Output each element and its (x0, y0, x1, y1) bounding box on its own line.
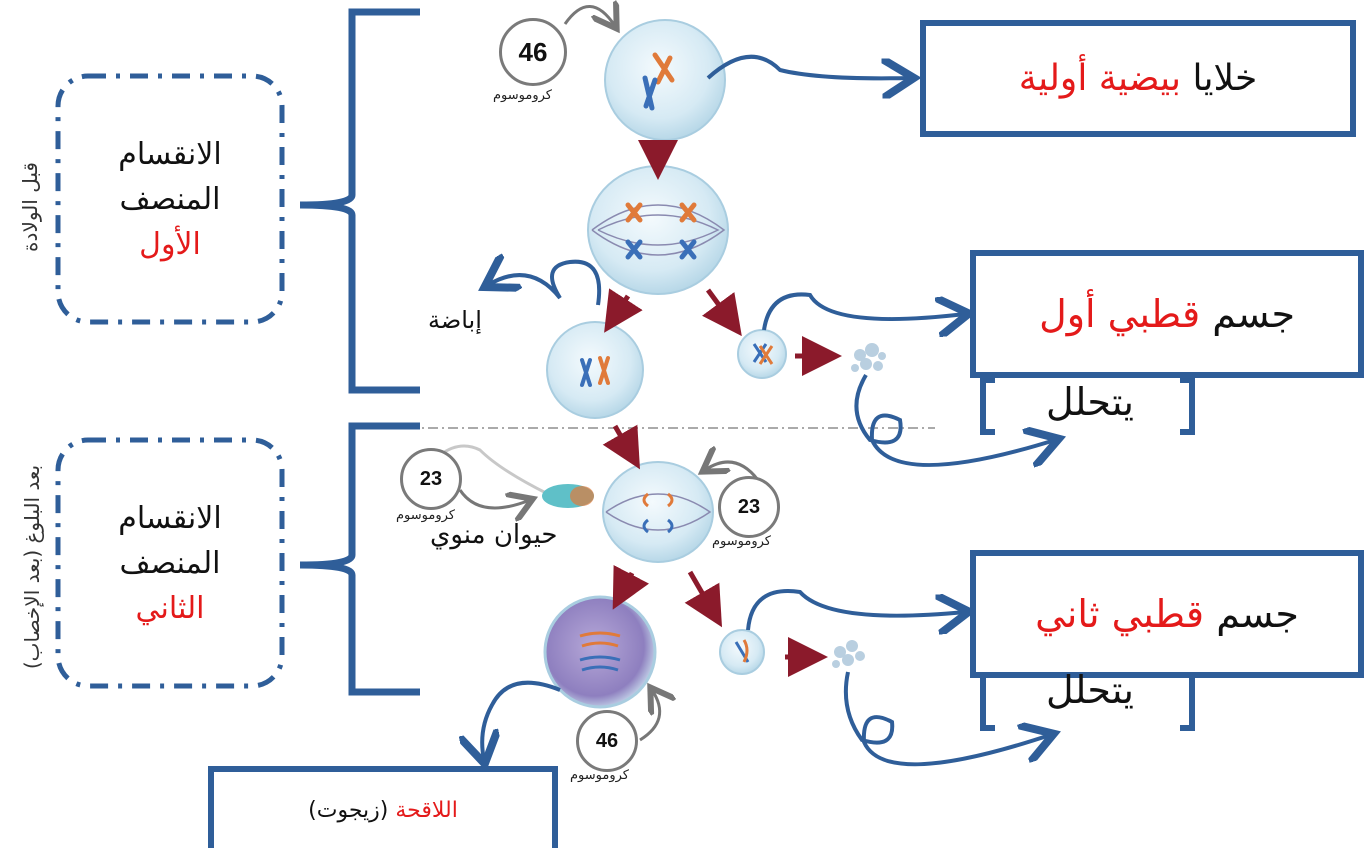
second-polar-body-box: جسم قطبي ثاني (970, 550, 1364, 678)
first-polar-body-degenerates: يتحلل (1046, 380, 1134, 424)
count-badge-egg: 23 (718, 476, 780, 538)
curved-arrow-icon-zygote-count (639, 690, 660, 742)
cell-icon-primary (604, 19, 726, 141)
phase1-line1: الانقسام (118, 136, 222, 172)
zygote-box: اللاقحة (زيجوت) (208, 766, 558, 848)
down-arrow-icon-group (602, 140, 842, 677)
second-polar-body-word1: جسم (1216, 592, 1299, 636)
curved-arrow-icon-first-polar-2 (746, 589, 965, 630)
cell-icon-metaphase2 (602, 461, 714, 563)
zygote-word1: اللاقحة (395, 797, 458, 823)
phase1-line3: الأول (139, 226, 201, 262)
zygote-word2: (زيجوت) (308, 797, 389, 823)
bracket-icon-top (299, 8, 420, 394)
curved-arrow-icon-top-count (563, 6, 615, 26)
degenerated-cell-icon-2 (832, 640, 865, 668)
phase1-box (55, 73, 285, 325)
primary-oocytes-word1: خلايا (1192, 58, 1258, 99)
phase2-line2: المنصف (119, 545, 221, 581)
second-polar-body-word2: قطبي ثاني (1035, 592, 1205, 636)
degenerates-bracket-1-left (980, 377, 995, 435)
phase2-box (55, 437, 285, 689)
cell-icon-second-polar-body (719, 629, 765, 675)
phase1-label: الانقسام المنصف الأول (58, 76, 282, 322)
first-polar-body-word2: قطبي أول (1039, 292, 1201, 336)
cell-icon-zygote (543, 595, 657, 709)
count-badge-top: 46 (499, 18, 567, 86)
cell-icon-first-polar-body (737, 329, 787, 379)
primary-oocytes-word2: بيضية أولية (1018, 58, 1182, 99)
count-badge-zygote: 46 (576, 710, 638, 772)
first-polar-body-word1: جسم (1212, 292, 1295, 336)
chromosome-label-top: كروموسوم (493, 88, 552, 103)
curved-arrow-icon-zygote (482, 680, 561, 760)
curved-arrow-icon-ovulation (488, 262, 602, 306)
chromosome-label-egg: كروموسوم (712, 534, 771, 549)
curved-arrow-icon-degenerate-1 (854, 373, 1055, 465)
count-badge-sperm: 23 (400, 448, 462, 510)
cell-icon-metaphase1 (587, 165, 729, 295)
curved-arrow-icon-first-polar (762, 292, 965, 330)
side-label-after-puberty: بعد البلوغ (بعد الإخصاب) (20, 464, 44, 670)
phase1-line2: المنصف (119, 181, 221, 217)
curved-arrow-icon-sperm-count (458, 489, 530, 508)
phase2-line1: الانقسام (118, 500, 222, 536)
second-polar-body-degenerates: يتحلل (1046, 668, 1134, 712)
bracket-icon-bottom (299, 422, 420, 696)
curved-arrow-icon-primary-oocyte (706, 54, 910, 79)
curved-arrow-icon-degenerate-2 (843, 671, 1050, 767)
chromosome-label-zygote: كروموسوم (570, 768, 629, 783)
first-polar-body-box: جسم قطبي أول (970, 250, 1364, 378)
side-label-before-birth: قبل الولادة (18, 162, 42, 252)
degenerated-cell-icon-1 (851, 343, 886, 372)
sperm-label: حيوان منوي (430, 520, 558, 550)
primary-oocytes-box: خلايا بيضية أولية (920, 20, 1356, 137)
cell-icon-secondary-oocyte (546, 321, 644, 419)
sperm-icon (439, 444, 594, 508)
degenerates-bracket-1-right (1180, 377, 1195, 435)
phase2-label: الانقسام المنصف الثاني (58, 440, 282, 686)
phase2-line3: الثاني (135, 590, 205, 626)
curved-arrow-icon-egg-count (705, 462, 760, 481)
ovulation-label: إباضة (428, 306, 482, 334)
chromosome-label-sperm: كروموسوم (396, 508, 455, 523)
